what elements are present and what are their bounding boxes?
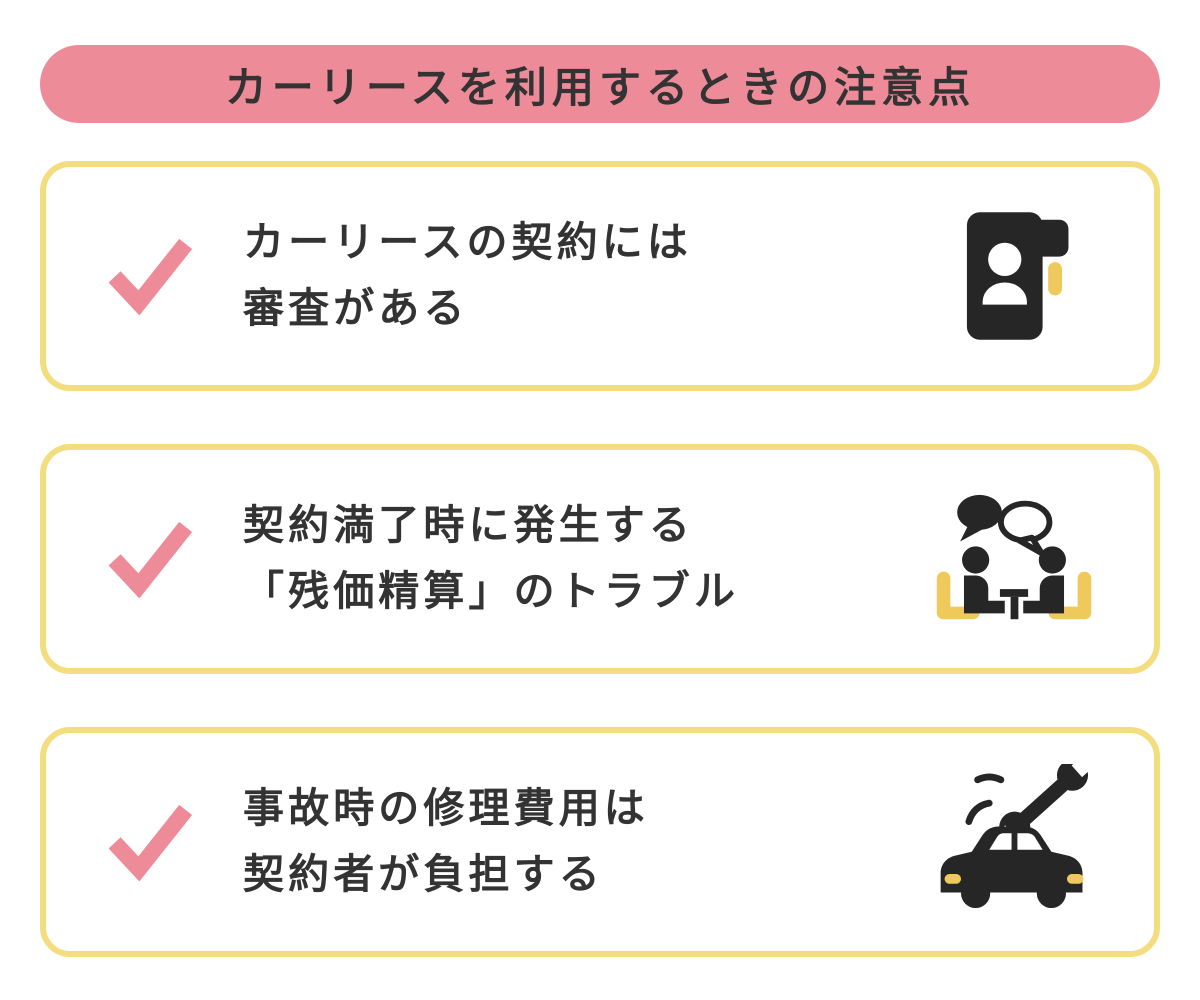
id-badge-icon-graphic xyxy=(966,212,1069,340)
card-text-line2: 契約者が負担する xyxy=(243,851,604,897)
caution-card-screening: カーリースの契約には 審査がある xyxy=(40,161,1160,391)
card-text-line2: 審査がある xyxy=(243,285,469,331)
car-repair-icon xyxy=(924,764,1104,920)
card-text-line1: カーリースの契約には xyxy=(243,219,692,266)
car-repair-icon-graphic xyxy=(940,764,1094,909)
caution-card-residual-value: 契約満了時に発生する 「残価精算」のトラブル xyxy=(40,444,1160,674)
check-icon-graphic xyxy=(108,804,193,881)
caution-card-repair-cost: 事故時の修理費用は 契約者が負担する xyxy=(40,727,1160,957)
negotiation-icon-graphic xyxy=(936,494,1092,620)
card-text: 契約満了時に発生する 「残価精算」のトラブル xyxy=(243,493,924,624)
negotiation-icon xyxy=(924,486,1104,632)
card-text-line2: 「残価精算」のトラブル xyxy=(243,568,740,614)
check-icon xyxy=(101,803,201,881)
id-badge-icon xyxy=(924,202,1104,350)
check-icon-graphic xyxy=(108,238,193,315)
card-text-line1: 契約満了時に発生する xyxy=(243,502,694,549)
page-title-banner: カーリースを利用するときの注意点 xyxy=(40,45,1160,123)
page-title: カーリースを利用するときの注意点 xyxy=(224,63,976,111)
card-text: カーリースの契約には 審査がある xyxy=(243,210,924,341)
card-text: 事故時の修理費用は 契約者が負担する xyxy=(243,776,924,907)
check-icon-graphic xyxy=(108,521,193,598)
card-text-line1: 事故時の修理費用は xyxy=(243,785,649,832)
check-icon xyxy=(101,520,201,598)
check-icon xyxy=(101,237,201,315)
